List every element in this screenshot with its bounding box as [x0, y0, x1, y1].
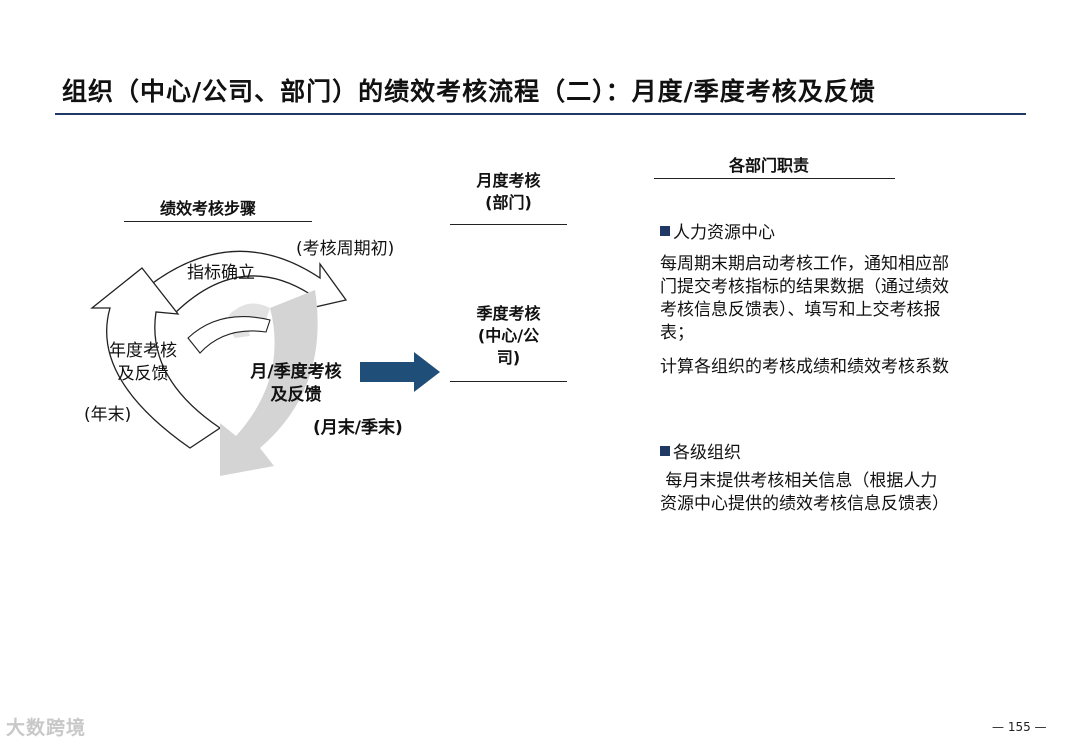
monthly-review-line2: 及反馈 [270, 385, 322, 405]
quarterly-review-scope-1: (中心/公 [477, 326, 540, 345]
cycle-arrow-right-gray [220, 290, 318, 476]
monthly-review-title: 月度考核 [476, 171, 541, 190]
page-title: 组织（中心/公司、部门）的绩效考核流程（二）：月度/季度考核及反馈 [62, 77, 876, 106]
page-number: — 155 — [992, 720, 1047, 734]
monthly-review-scope: (部门) [485, 193, 532, 212]
annual-review-label: 年度考核 及反馈 [98, 340, 188, 386]
year-end-label: (年末) [84, 405, 132, 425]
watermark-text: 大数跨境 [6, 717, 87, 739]
cycle-arrow-inner-outline [187, 316, 271, 354]
steps-heading: 绩效考核步骤 [160, 199, 257, 218]
quarterly-column-rule [450, 381, 567, 382]
duties-heading: 各部门职责 [729, 156, 810, 175]
monthly-review-column: 月度考核 (部门) [450, 170, 567, 214]
cycle-arrow-top-outline [138, 250, 348, 314]
quarterly-review-column: 季度考核 (中心/公 司) [450, 303, 567, 369]
monthly-review-label: 月/季度考核 及反馈 [236, 361, 356, 407]
org-units-label: 各级组织 [673, 443, 741, 463]
org-units-duty: 每月末提供考核相关信息（根据人力资源中心提供的绩效考核信息反馈表） [660, 471, 949, 514]
hr-center-label: 人力资源中心 [673, 223, 775, 243]
hr-center-title: 人力资源中心 [660, 218, 775, 243]
arrow-right-icon [360, 352, 440, 392]
annual-review-line1: 年度考核 [109, 341, 177, 361]
org-units-title: 各级组织 [660, 438, 741, 463]
watermark-logo: 大数跨境 [6, 713, 86, 740]
monthly-review-line1: 月/季度考核 [250, 362, 342, 382]
monthly-column-rule [450, 224, 567, 225]
quarterly-review-scope-2: 司) [496, 348, 521, 367]
cycle-start-label: (考核周期初) [296, 239, 395, 259]
quarterly-review-title: 季度考核 [476, 304, 541, 323]
cycle-arrow-left-outline [90, 267, 222, 449]
title-underline [55, 113, 1026, 115]
duties-heading-rule [654, 178, 895, 179]
square-bullet-icon [660, 226, 670, 236]
hr-center-duty-2: 计算各组织的考核成绩和绩效考核系数 [660, 357, 949, 377]
cycle-diagram [90, 250, 348, 476]
hr-center-duty-1: 每周期末期启动考核工作，通知相应部门提交考核指标的结果数据（通过绩效考核信息反馈… [660, 254, 949, 343]
square-bullet-icon [660, 446, 670, 456]
flow-arrow [360, 352, 440, 392]
annual-review-line2: 及反馈 [117, 364, 169, 384]
steps-heading-rule [124, 221, 312, 222]
step-define-label: 指标确立 [187, 263, 255, 283]
month-end-label: (月末/季末) [313, 418, 403, 438]
